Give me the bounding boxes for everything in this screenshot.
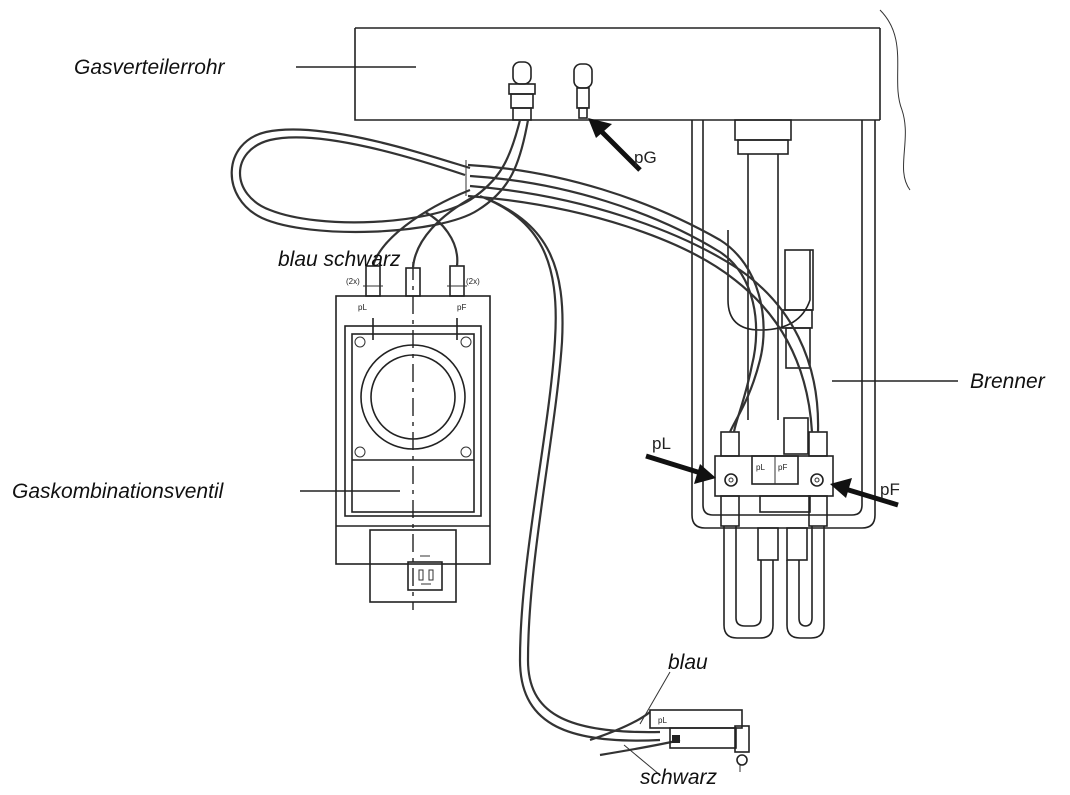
- valve-2x-left: (2x): [346, 277, 360, 286]
- label-brenner: Brenner: [970, 370, 1046, 393]
- gauge-pl-mark: pL: [658, 716, 667, 725]
- label-schwarz: schwarz: [640, 766, 718, 789]
- hoses: [230, 119, 820, 742]
- valve-2x-right: (2x): [466, 277, 480, 286]
- label-blau: blau: [668, 651, 708, 674]
- burner-manifold: pL pF: [714, 431, 834, 527]
- leader-lines: [296, 66, 958, 776]
- label-gasverteilerrohr: Gasverteilerrohr: [74, 56, 226, 79]
- label-pf: pF: [880, 480, 900, 499]
- burner-pl-mark: pL: [756, 463, 765, 472]
- pipe-nipple-left: [508, 61, 536, 121]
- label-blau-schwarz: blau schwarz: [278, 248, 401, 271]
- gas-combination-valve: (2x) (2x) pL pF: [335, 262, 491, 610]
- pf-arrow: [830, 478, 899, 508]
- burner-housing: [691, 119, 876, 529]
- label-pl: pL: [652, 434, 671, 453]
- burner-lower-tubes: [723, 526, 825, 639]
- label-gaskombinationsventil: Gaskombinationsventil: [12, 480, 225, 503]
- pressure-gauge: pL: [589, 709, 750, 772]
- pipe-nipple-pg: [573, 63, 593, 119]
- gas-distributor-pipe: [354, 9, 911, 191]
- pl-arrow: [645, 453, 716, 484]
- valve-pf-mark: pF: [457, 303, 466, 312]
- label-pg: pG: [634, 148, 657, 167]
- valve-pl-mark: pL: [358, 303, 367, 312]
- burner-pf-mark: pF: [778, 463, 787, 472]
- pg-arrow: [588, 118, 642, 172]
